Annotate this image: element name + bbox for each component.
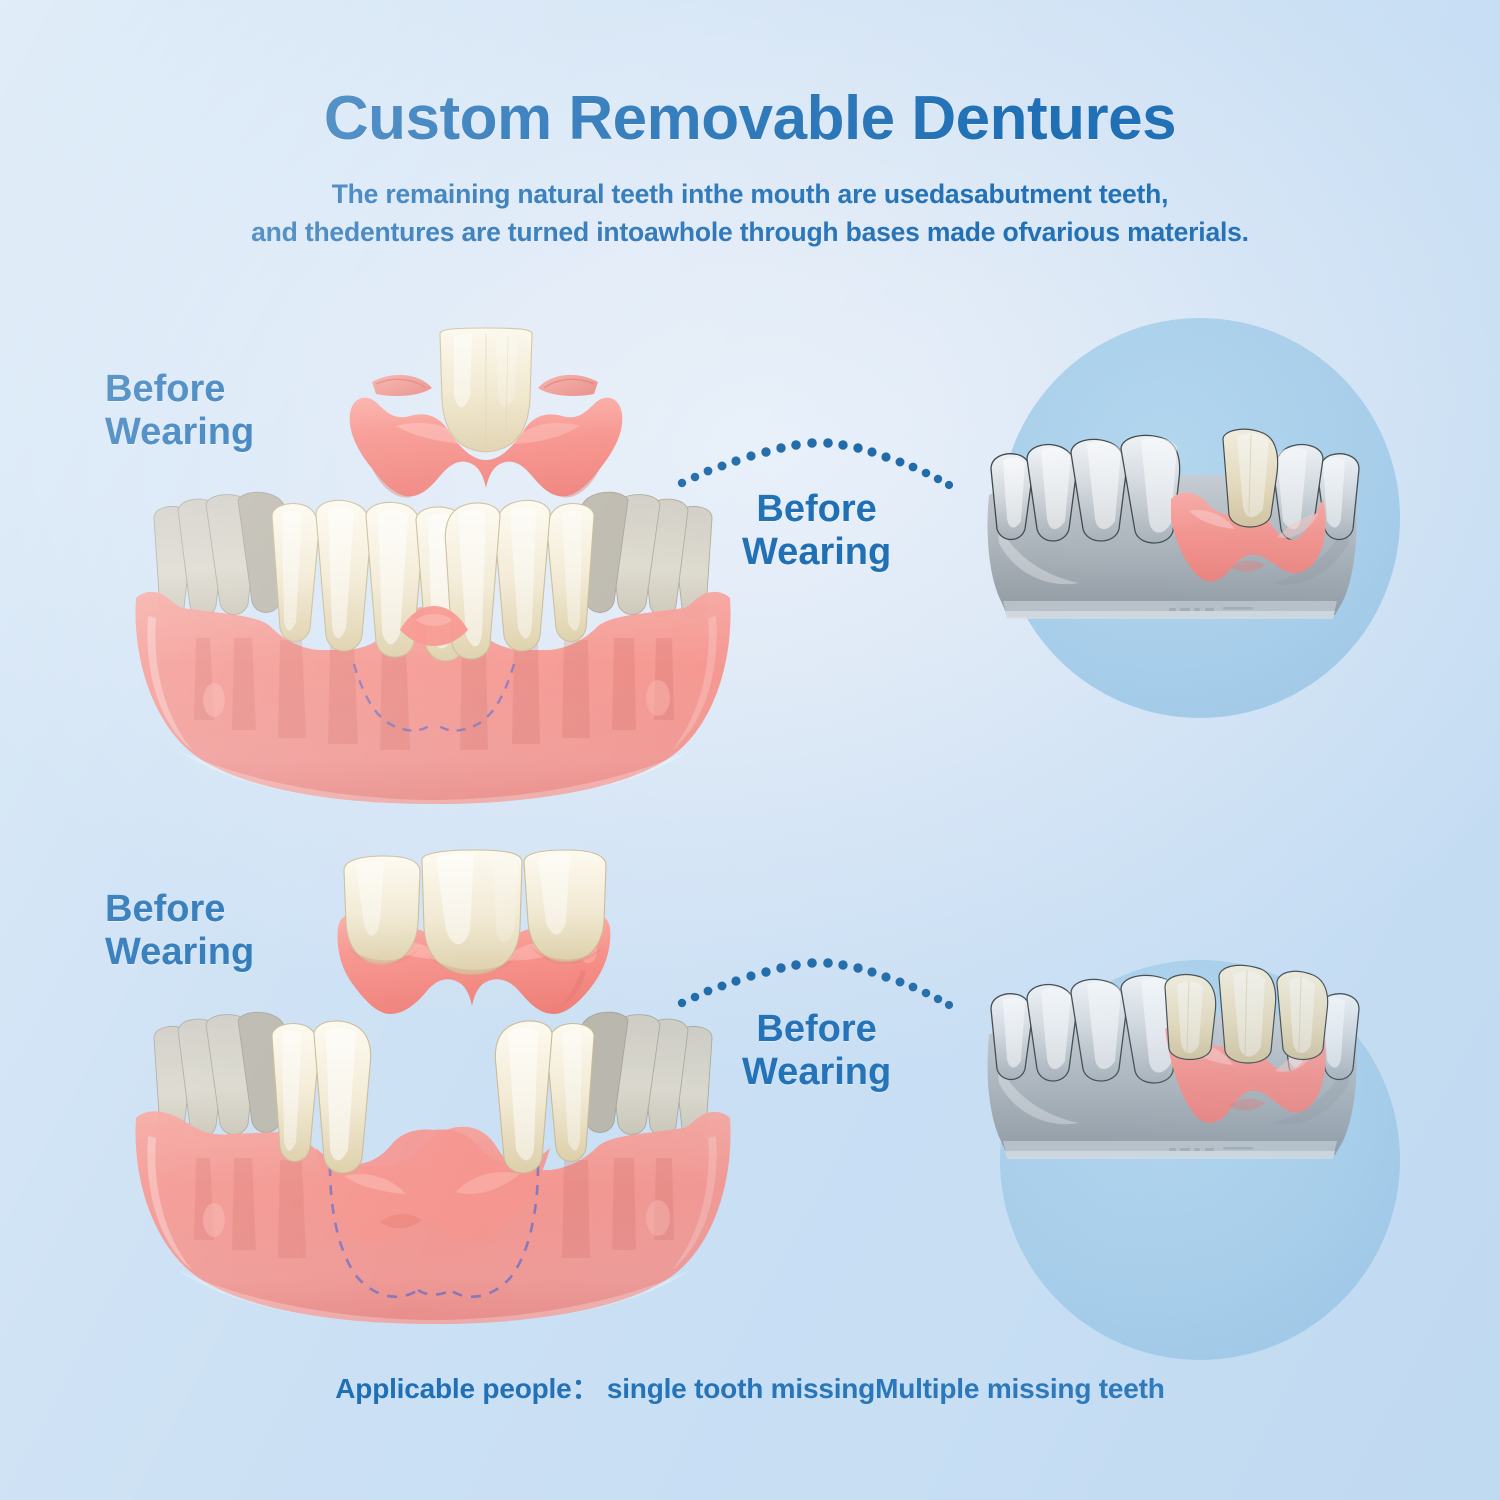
row-0-jaw-model — [118, 488, 748, 818]
row-1-mid-label-line-2: Wearing — [742, 1051, 892, 1094]
row-1-jaw-model — [118, 1008, 748, 1338]
row-0-left-label-line-1: Before — [105, 368, 226, 410]
page-subtitle: The remaining natural teeth inthe mouth … — [0, 176, 1500, 251]
row-1-mid-label: Before Wearing — [742, 1008, 891, 1095]
subtitle-line-2: and thedentures are turned intoawhole th… — [251, 216, 1249, 247]
row-1-appliance — [326, 849, 626, 1042]
row-0-left-label-line-2: Wearing — [105, 411, 255, 454]
row-1-left-label: Before Wearing — [105, 888, 254, 975]
row-1-left-label-line-1: Before — [105, 888, 226, 930]
row-0-mid-label-line-2: Wearing — [742, 531, 892, 574]
row-1-left-label-line-2: Wearing — [105, 931, 255, 974]
row-1-dotted-arc — [676, 932, 956, 1012]
row-0-dotted-arc — [676, 412, 956, 492]
row-0-mid-label: Before Wearing — [742, 488, 891, 575]
row-1-plaster-model — [975, 964, 1375, 1180]
row-0-left-label: Before Wearing — [105, 368, 254, 455]
row-1-mid-label-line-1: Before — [756, 1008, 877, 1050]
row-0-appliance — [336, 326, 636, 526]
footer-caption: Applicable people： single tooth missingM… — [335, 1373, 1165, 1404]
header: Custom Removable Dentures The remaining … — [0, 88, 1500, 251]
row-0-plaster-model — [975, 425, 1375, 640]
row-0-mid-label-line-1: Before — [756, 488, 877, 530]
page-title: Custom Removable Dentures — [323, 84, 1177, 153]
subtitle-line-1: The remaining natural teeth inthe mouth … — [331, 179, 1169, 209]
